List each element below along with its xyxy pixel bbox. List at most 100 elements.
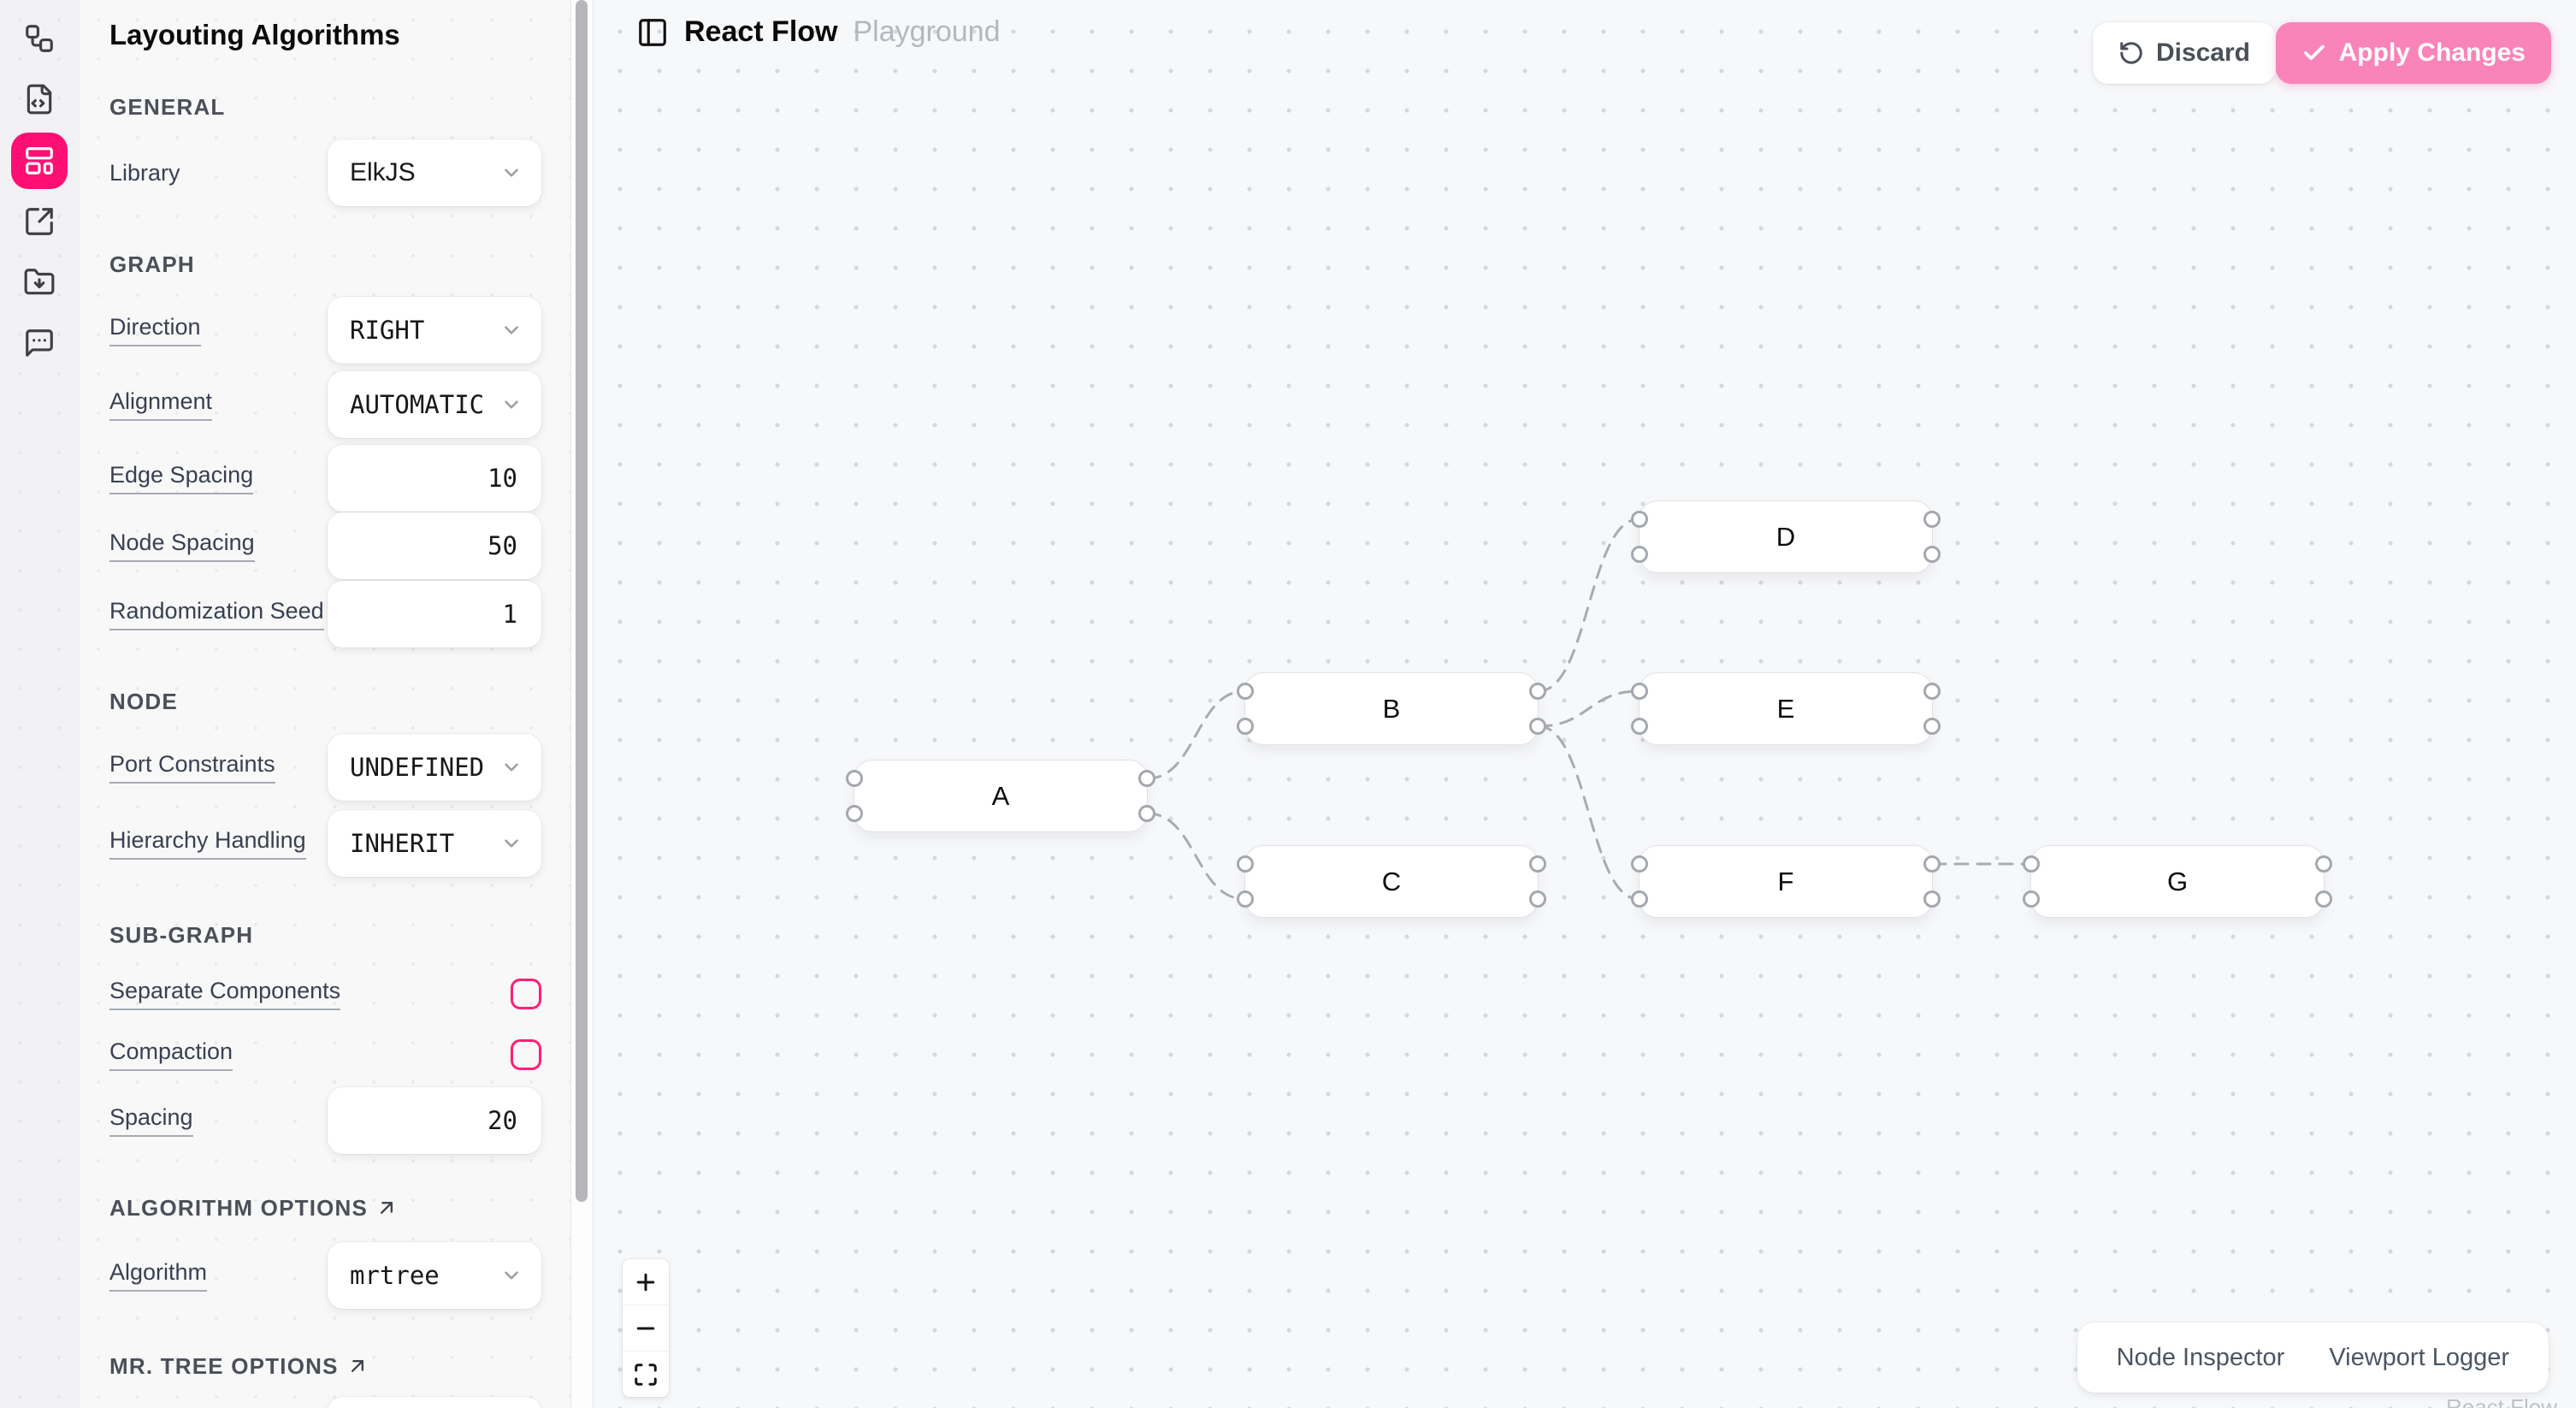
node-handle[interactable]	[1237, 855, 1254, 873]
node-handle[interactable]	[1923, 683, 1941, 700]
rail-item-external[interactable]	[11, 193, 68, 250]
icon-rail	[0, 0, 80, 1408]
sidebar-scrollbar[interactable]	[570, 0, 594, 1408]
compaction-checkbox[interactable]	[511, 1039, 541, 1070]
node-handle[interactable]	[846, 770, 863, 787]
flow-node-a[interactable]: A	[846, 760, 1155, 832]
apply-changes-button[interactable]: Apply Changes	[2275, 22, 2551, 84]
flow-canvas[interactable]: React Flow Playground Discard Apply Chan…	[592, 0, 2576, 1408]
flow-node-d[interactable]: D	[1631, 500, 1941, 573]
node-handle[interactable]	[1631, 546, 1648, 563]
node-inspector-toggle[interactable]: Node Inspector	[2116, 1343, 2285, 1371]
algorithm-value: mrtree	[350, 1261, 440, 1290]
chevron-down-icon	[505, 326, 518, 334]
node-spacing-value: 50	[487, 531, 517, 560]
discard-button[interactable]: Discard	[2092, 22, 2276, 84]
node-label: D	[1775, 521, 1796, 552]
arrow-up-right-icon[interactable]	[375, 1196, 399, 1220]
direction-select[interactable]: RIGHT	[328, 297, 541, 364]
spacing-row: Spacing 20	[109, 1087, 541, 1154]
direction-row: Direction RIGHT	[109, 297, 541, 364]
zoom-controls	[623, 1259, 669, 1397]
node-handle[interactable]	[1923, 890, 1941, 908]
node-label: F	[1777, 866, 1794, 896]
node-handle[interactable]	[1237, 890, 1254, 908]
flow-node-e[interactable]: E	[1631, 672, 1941, 745]
layout-panel-icon	[26, 147, 53, 175]
algorithm-label: Algorithm	[109, 1259, 208, 1292]
viewport-logger-toggle[interactable]: Viewport Logger	[2329, 1343, 2509, 1371]
apply-changes-label: Apply Changes	[2338, 38, 2526, 67]
node-handle[interactable]	[1631, 511, 1648, 528]
scrollbar-thumb[interactable]	[576, 0, 588, 1202]
algorithm-row: Algorithm mrtree	[109, 1242, 541, 1309]
check-icon	[2303, 44, 2325, 61]
zoom-out-button[interactable]	[623, 1305, 669, 1352]
flow-node-c[interactable]: C	[1237, 845, 1546, 918]
panel-left-icon[interactable]	[636, 16, 669, 49]
node-handle[interactable]	[1138, 805, 1155, 822]
chevron-down-icon	[505, 1271, 518, 1280]
rail-item-layout-active[interactable]	[11, 133, 68, 189]
node-handle[interactable]	[1237, 683, 1254, 700]
section-general: GENERAL	[109, 93, 226, 120]
hierarchy-handling-value: INHERIT	[350, 829, 455, 858]
node-handle[interactable]	[1923, 546, 1941, 563]
node-handle[interactable]	[1529, 855, 1546, 873]
edge-spacing-value: 10	[487, 464, 517, 493]
edge-spacing-input[interactable]: 10	[328, 445, 541, 512]
node-handle[interactable]	[1138, 770, 1155, 787]
node-handle[interactable]	[1237, 718, 1254, 735]
fit-view-button[interactable]	[623, 1352, 669, 1397]
message-more-icon	[26, 329, 53, 357]
chevron-down-icon	[505, 400, 518, 409]
edge-a-b	[1146, 689, 1246, 780]
randomization-seed-row: Randomization Seed 1	[109, 581, 541, 648]
node-handle[interactable]	[1529, 683, 1546, 700]
flow-node-f[interactable]: F	[1631, 845, 1941, 918]
node-handle[interactable]	[1631, 890, 1648, 908]
separate-components-row: Separate Components	[109, 975, 541, 1013]
mrtree-partial-control[interactable]	[328, 1397, 541, 1408]
node-spacing-input[interactable]: 50	[328, 512, 541, 579]
node-label: C	[1381, 866, 1402, 896]
spacing-value: 20	[487, 1106, 517, 1135]
node-handle[interactable]	[1529, 718, 1546, 735]
hierarchy-handling-select[interactable]: INHERIT	[328, 810, 541, 877]
rail-item-workflow[interactable]	[11, 10, 68, 67]
flow-node-g[interactable]: G	[2023, 845, 2332, 918]
compaction-row: Compaction	[109, 1036, 541, 1074]
zoom-in-button[interactable]	[623, 1259, 669, 1305]
port-constraints-value: UNDEFINED	[350, 753, 485, 782]
node-handle[interactable]	[1923, 511, 1941, 528]
edge-spacing-label: Edge Spacing	[109, 462, 254, 494]
arrow-up-right-icon[interactable]	[346, 1354, 369, 1378]
library-select[interactable]: ElkJS	[328, 139, 541, 206]
port-constraints-label: Port Constraints	[109, 751, 275, 784]
rail-item-feedback[interactable]	[11, 315, 68, 371]
port-constraints-select[interactable]: UNDEFINED	[328, 734, 541, 801]
spacing-input[interactable]: 20	[328, 1087, 541, 1154]
node-handle[interactable]	[1923, 718, 1941, 735]
alignment-select[interactable]: AUTOMATIC	[328, 371, 541, 438]
node-handle[interactable]	[2315, 855, 2332, 873]
separate-components-checkbox[interactable]	[511, 979, 541, 1009]
node-label: G	[2166, 866, 2189, 896]
spacing-label: Spacing	[109, 1104, 193, 1137]
randomization-seed-input[interactable]: 1	[328, 581, 541, 648]
node-handle[interactable]	[846, 805, 863, 822]
node-handle[interactable]	[2315, 890, 2332, 908]
node-handle[interactable]	[2023, 890, 2040, 908]
algorithm-select[interactable]: mrtree	[328, 1242, 541, 1309]
rail-item-import[interactable]	[11, 254, 68, 311]
edge-b-d	[1537, 518, 1640, 693]
node-handle[interactable]	[1631, 855, 1648, 873]
flow-node-b[interactable]: B	[1237, 672, 1546, 745]
discard-label: Discard	[2155, 38, 2250, 67]
node-handle[interactable]	[1529, 890, 1546, 908]
node-handle[interactable]	[2023, 855, 2040, 873]
rail-item-code[interactable]	[11, 71, 68, 127]
node-handle[interactable]	[1923, 855, 1941, 873]
node-handle[interactable]	[1631, 683, 1648, 700]
node-handle[interactable]	[1631, 718, 1648, 735]
